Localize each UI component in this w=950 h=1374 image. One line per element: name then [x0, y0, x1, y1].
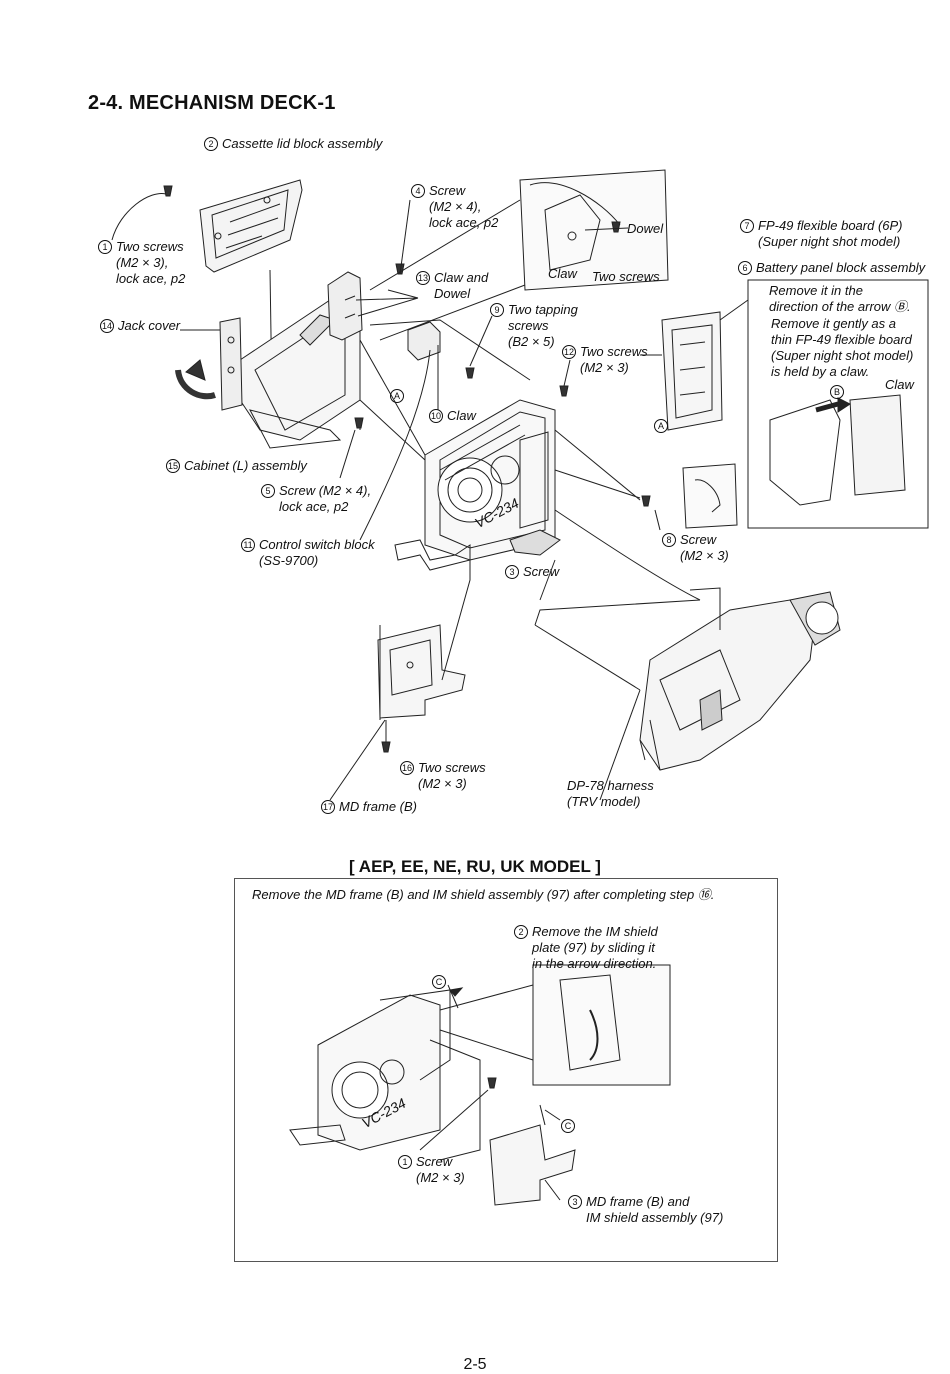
page-number: 2-5 [463, 1356, 487, 1373]
model-section-box [234, 878, 778, 1262]
number-marker: 10 [429, 409, 443, 423]
label-claw-right: Claw [885, 377, 914, 392]
marker-a-2: A [654, 418, 672, 434]
label-two-screws-top: Two screws [592, 269, 660, 284]
marker-c-2: C [561, 1118, 579, 1134]
label-dowel: Dowel [627, 221, 664, 236]
number-marker: 6 [738, 261, 752, 275]
model-instruction: Remove the MD frame (B) and IM shield as… [252, 887, 715, 902]
number-marker: 9 [490, 303, 504, 317]
note-remove-direction: Remove it in the direction of the arrow … [769, 283, 911, 314]
marker-b: B [830, 384, 848, 400]
number-marker: 2 [204, 137, 218, 151]
number-marker: 17 [321, 800, 335, 814]
number-marker: 11 [241, 538, 255, 552]
number-marker: 2 [514, 925, 528, 939]
label-dp78-harness: DP-78 harness (TRV model) [567, 778, 654, 809]
number-marker: 1 [398, 1155, 412, 1169]
number-marker: 12 [562, 345, 576, 359]
number-marker: 14 [100, 319, 114, 333]
number-marker: 13 [416, 271, 430, 285]
number-marker: 5 [261, 484, 275, 498]
label-claw-top: Claw [548, 266, 577, 281]
marker-a: A [390, 388, 408, 404]
number-marker: 1 [98, 240, 112, 254]
number-marker: 3 [568, 1195, 582, 1209]
number-marker: 4 [411, 184, 425, 198]
number-marker: 7 [740, 219, 754, 233]
number-marker: 16 [400, 761, 414, 775]
number-marker: 15 [166, 459, 180, 473]
number-marker: 3 [505, 565, 519, 579]
model-section-heading: [ AEP, EE, NE, RU, UK MODEL ] [349, 857, 601, 876]
number-marker: 8 [662, 533, 676, 547]
note-remove-gently: Remove it gently as a thin FP-49 flexibl… [771, 316, 914, 379]
marker-c: C [432, 974, 450, 990]
page-title: 2-4. MECHANISM DECK-1 [88, 92, 336, 114]
